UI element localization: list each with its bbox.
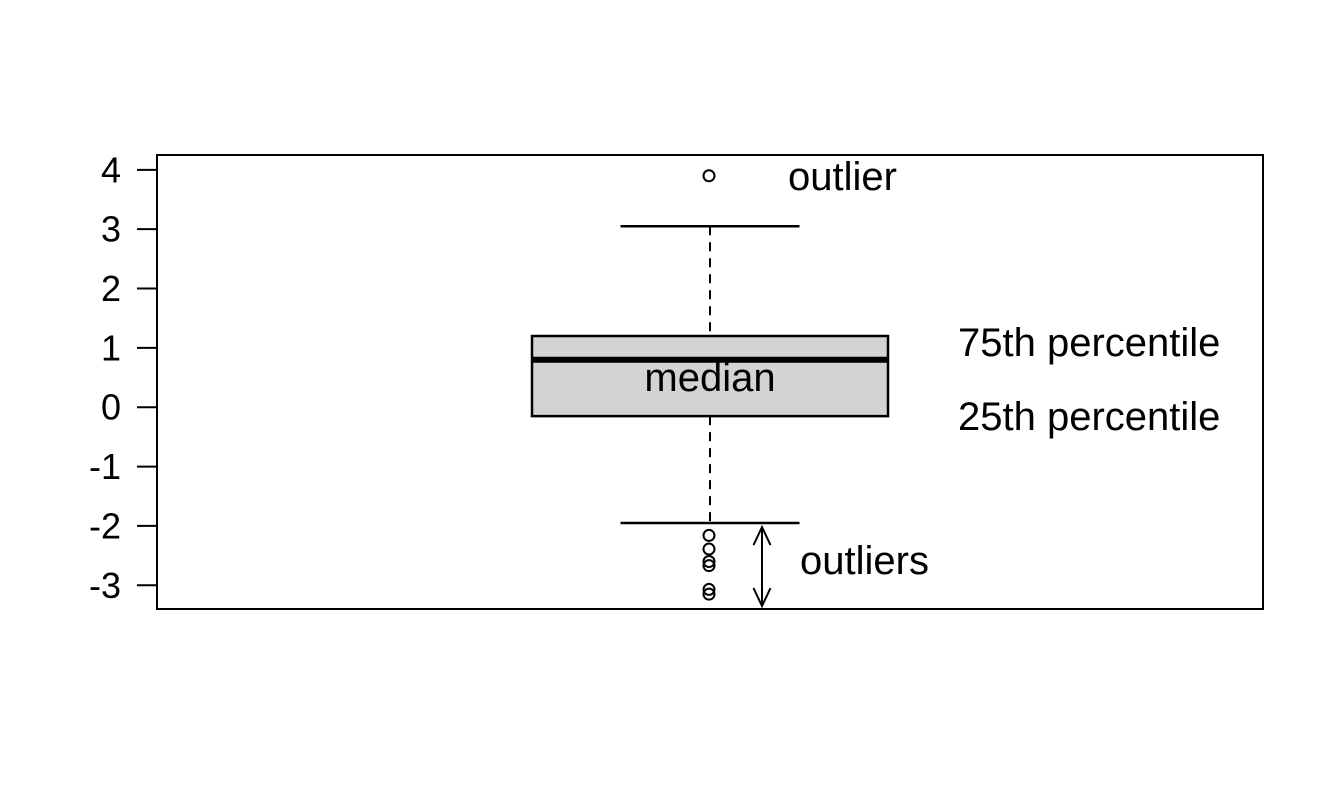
y-tick-label: 3 bbox=[101, 209, 121, 250]
annotation-median-label: median bbox=[644, 356, 775, 400]
whiskers bbox=[620, 224, 800, 525]
box bbox=[530, 334, 890, 418]
y-tick-label: 4 bbox=[101, 149, 121, 190]
outlier-points bbox=[702, 169, 716, 601]
outlier-point bbox=[702, 528, 716, 542]
arrow-head-down bbox=[752, 587, 772, 609]
y-tick-label: -2 bbox=[89, 505, 121, 546]
y-tick-label: -1 bbox=[89, 446, 121, 487]
annotation-q3-label: 75th percentile bbox=[958, 321, 1220, 365]
plot-border-rect bbox=[156, 154, 1264, 610]
outlier-point bbox=[702, 559, 716, 573]
outlier-point bbox=[702, 542, 716, 556]
y-tick-label: 2 bbox=[101, 268, 121, 309]
y-tick-label: -3 bbox=[89, 565, 121, 606]
y-tick-label: 1 bbox=[101, 327, 121, 368]
arrow-head-up bbox=[752, 524, 772, 546]
plot-border bbox=[156, 154, 1264, 610]
y-axis: 4 3 2 1 0 -1 -2 -3 bbox=[89, 149, 157, 606]
outlier-point bbox=[702, 555, 716, 569]
outlier-point bbox=[702, 582, 716, 596]
annotation-outliers-low-label: outliers bbox=[800, 539, 929, 583]
outlier-point bbox=[702, 587, 716, 601]
y-tick-label: 0 bbox=[101, 387, 121, 428]
iqr-box bbox=[530, 334, 890, 418]
outliers-range-arrow bbox=[752, 524, 772, 609]
annotation-outlier-high-label: outlier bbox=[788, 155, 897, 199]
outlier-point bbox=[702, 169, 716, 183]
annotation-q1-label: 25th percentile bbox=[958, 395, 1220, 439]
annotations: outlier median 75th percentile 25th percent… bbox=[644, 155, 1220, 583]
